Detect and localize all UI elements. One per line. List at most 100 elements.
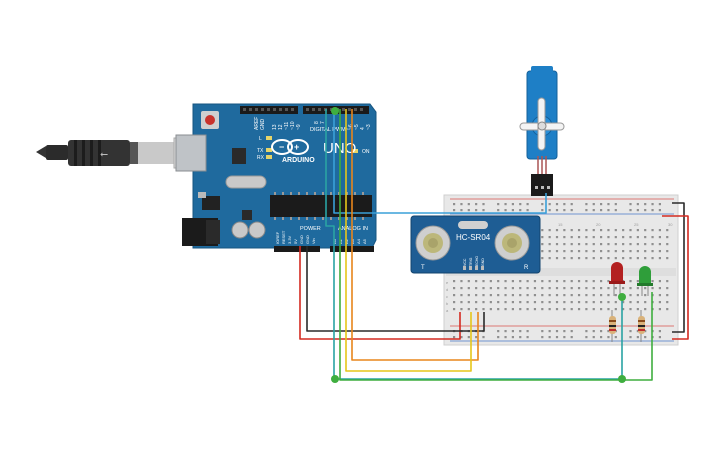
breadboard-hole: [592, 301, 595, 304]
breadboard-hole: [658, 301, 661, 304]
breadboard-hole: [555, 236, 559, 239]
v5-label: 5V: [293, 239, 298, 244]
breadboard-hole: [600, 336, 603, 339]
breadboard-hole: [658, 280, 661, 283]
breadboard-hole: [592, 336, 595, 339]
breadboard-hole: [629, 229, 632, 232]
breadboard-hole: [636, 294, 639, 297]
breadboard-hole: [570, 336, 573, 339]
breadboard-hole: [555, 229, 559, 232]
breadboard-hole: [563, 280, 566, 283]
breadboard-hole: [467, 308, 470, 311]
breadboard-hole: [570, 209, 573, 212]
breadboard-hole: [636, 236, 639, 239]
breadboard-hole: [467, 336, 470, 339]
servo-motor: [519, 66, 565, 196]
breadboard-hole: [666, 280, 669, 283]
breadboard-hole: [541, 257, 544, 260]
breadboard-hole: [555, 308, 559, 311]
pin-label: 8: [314, 121, 320, 124]
breadboard-hole: [644, 203, 647, 206]
breadboard-hole: [570, 330, 573, 333]
breadboard-hole: [548, 250, 551, 253]
pin-label: 7: [320, 121, 326, 124]
breadboard-hole: [592, 308, 595, 311]
breadboard-hole: [497, 294, 500, 297]
breadboard-hole: [563, 250, 566, 253]
breadboard-hole: [467, 294, 470, 297]
wires: [299, 109, 689, 381]
breadboard-hole: [475, 308, 478, 311]
breadboard-hole: [460, 203, 463, 206]
breadboard-hole: [644, 287, 647, 290]
wire-servo-blue: [333, 109, 547, 214]
breadboard-hole: [570, 280, 573, 283]
breadboard-hole: [622, 243, 625, 246]
breadboard-hole: [570, 250, 573, 253]
breadboard-hole: [666, 257, 669, 260]
breadboard-hole: [453, 294, 456, 297]
breadboard-hole: [651, 250, 654, 253]
row-label: c: [446, 294, 448, 299]
breadboard-hole: [563, 336, 566, 339]
breadboard-hole: [489, 301, 492, 304]
breadboard-hole: [636, 330, 639, 333]
breadboard-hole: [614, 287, 617, 290]
breadboard-hole: [607, 257, 610, 260]
breadboard-hole: [644, 209, 647, 212]
breadboard-hole: [548, 294, 551, 297]
breadboard-hole: [629, 336, 632, 339]
svg-text:+: +: [294, 142, 299, 152]
breadboard-hole: [467, 301, 470, 304]
breadboard-hole: [644, 301, 647, 304]
breadboard-hole: [482, 209, 485, 212]
resistor-green-led: [638, 310, 645, 342]
breadboard-hole: [651, 209, 654, 212]
breadboard-hole: [570, 301, 573, 304]
breadboard-hole: [585, 209, 588, 212]
breadboard-hole: [636, 301, 639, 304]
breadboard-hole: [607, 301, 610, 304]
breadboard-hole: [475, 301, 478, 304]
breadboard-hole: [460, 308, 463, 311]
breadboard-hole: [548, 330, 551, 333]
reset-label: RESET: [281, 230, 286, 244]
servo-horn[interactable]: [519, 97, 565, 151]
breadboard-hole: [614, 257, 617, 260]
breadboard-hole: [563, 257, 566, 260]
breadboard-hole: [585, 280, 588, 283]
breadboard-hole: [460, 336, 463, 339]
breadboard-hole: [592, 236, 595, 239]
reset-button[interactable]: [205, 115, 215, 125]
pin-label: 4: [360, 127, 366, 130]
breadboard-hole: [644, 229, 647, 232]
v33-label: 3.3V: [287, 235, 292, 244]
breadboard-hole: [570, 308, 573, 311]
pin-label: ~9: [296, 124, 302, 130]
breadboard-hole: [629, 209, 632, 212]
breadboard-hole: [511, 280, 514, 283]
breadboard-hole: [585, 287, 588, 290]
breadboard-hole: [658, 336, 661, 339]
breadboard-hole: [504, 287, 507, 290]
breadboard-hole: [585, 294, 588, 297]
breadboard-hole: [636, 229, 639, 232]
breadboard-hole: [614, 301, 617, 304]
row-label: e: [446, 280, 449, 285]
breadboard-hole: [658, 203, 661, 206]
breadboard-hole: [607, 243, 610, 246]
breadboard-hole: [555, 203, 559, 206]
breadboard-hole: [504, 209, 507, 212]
breadboard-hole: [636, 203, 639, 206]
breadboard-hole: [541, 280, 544, 283]
breadboard-hole: [482, 287, 485, 290]
breadboard-hole: [592, 229, 595, 232]
breadboard-hole: [592, 250, 595, 253]
breadboard-hole: [504, 336, 507, 339]
usb-cable: ⭠: [36, 137, 197, 169]
wire-5v-red: [299, 246, 461, 340]
breadboard-hole: [636, 257, 639, 260]
breadboard-hole: [497, 280, 500, 283]
breadboard-hole: [460, 294, 463, 297]
row-label: a: [446, 308, 449, 313]
